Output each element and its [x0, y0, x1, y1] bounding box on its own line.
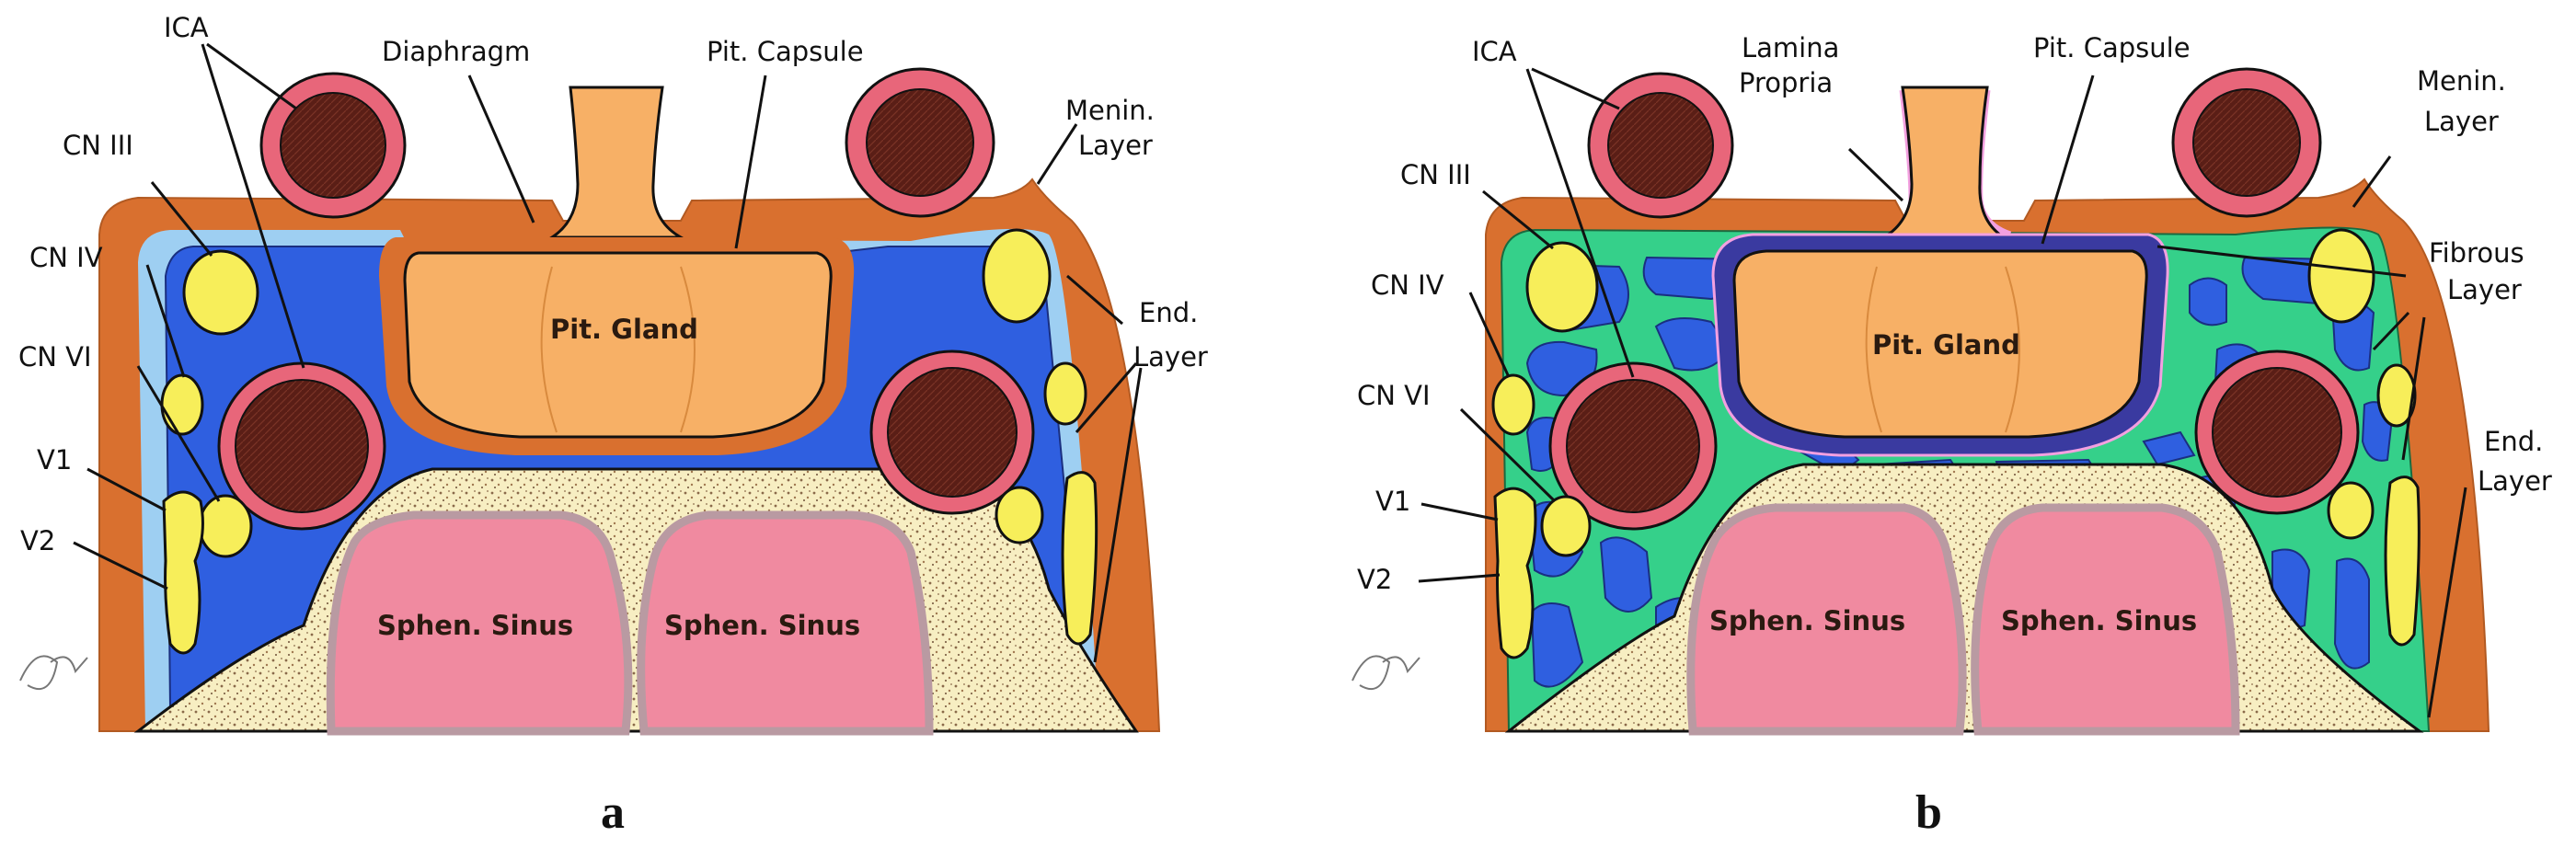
panel-letter-b: b: [1915, 786, 1942, 839]
cn6-nerve-right: [2327, 481, 2375, 540]
label-lamina-line1: Lamina: [1742, 32, 1839, 63]
v1-v2-nerve-right: [1061, 471, 1098, 646]
label-end-layer: End. Layer: [2478, 426, 2552, 497]
panel-b-leaders: [1418, 67, 2467, 718]
sphenoid-sinus-right: [1971, 503, 2240, 736]
pituitary-stalk: [546, 86, 686, 239]
label-v1: V1: [1375, 486, 1410, 517]
cn4-nerve-right: [1043, 361, 1087, 426]
ica-superior-left: [259, 72, 407, 219]
v1-v2-nerve-left: [1493, 487, 1537, 659]
label-fibrous-line1: Fibrous: [2429, 237, 2524, 269]
label-diaphragm: Diaphragm: [382, 36, 530, 67]
ica-superior-left: [1587, 72, 1734, 219]
label-pit-capsule: Pit. Capsule: [2033, 32, 2191, 63]
label-end-layer-line2: Layer: [2478, 465, 2552, 497]
label-end-layer: End. Layer: [1133, 297, 1208, 372]
cn3-nerve-right: [2307, 228, 2375, 324]
artist-signature: [1351, 655, 1420, 691]
label-cn4: CN IV: [1371, 269, 1444, 301]
label-cn6: CN VI: [1357, 380, 1431, 411]
label-v2: V2: [20, 525, 55, 556]
sphenoid-sinus-left: [326, 510, 633, 736]
panel-b: ICA Lamina Propria Pit. Capsule Menin. L…: [1351, 32, 2552, 839]
label-sinus-left: Sphen. Sinus: [377, 610, 573, 641]
label-lamina-propria: Lamina Propria: [1739, 32, 1848, 98]
label-sinus-right: Sphen. Sinus: [2001, 605, 2197, 636]
label-pit-gland: Pit. Gland: [1872, 329, 2020, 361]
v1-v2-nerve-left: [162, 490, 204, 655]
sphenoid-sinus-left: [1686, 503, 1967, 736]
panel-letter-a: a: [601, 786, 625, 839]
label-sinus-left: Sphen. Sinus: [1709, 605, 1905, 636]
ica-cavernous-left: [1548, 361, 1718, 531]
pituitary-gland: [1732, 249, 2148, 439]
cn3-nerve-left: [182, 249, 259, 336]
panel-a: ICA Diaphragm Pit. Capsule Menin. Layer …: [18, 12, 1208, 839]
label-fibrous-layer: Fibrous Layer: [2429, 237, 2533, 305]
pituitary-gland: [403, 251, 833, 439]
label-pit-gland: Pit. Gland: [550, 314, 698, 345]
label-sinus-right: Sphen. Sinus: [664, 610, 860, 641]
label-ica: ICA: [164, 12, 209, 43]
label-menin-layer-line2: Layer: [1078, 130, 1153, 161]
sphenoid-sinus-right: [637, 510, 934, 736]
label-pit-capsule: Pit. Capsule: [707, 36, 864, 67]
ica-cavernous-right: [869, 350, 1035, 515]
cn6-nerve-left: [198, 494, 253, 558]
cn4-nerve-left: [160, 373, 204, 436]
ica-cavernous-left: [217, 361, 386, 531]
label-lamina-line2: Propria: [1739, 67, 1833, 98]
label-v2: V2: [1357, 564, 1392, 595]
label-menin-layer-line2: Layer: [2424, 106, 2499, 137]
cn4-nerve-right: [2376, 363, 2417, 428]
label-cn4: CN IV: [29, 242, 103, 273]
label-v1: V1: [37, 444, 72, 476]
label-menin-layer: Menin. Layer: [1065, 95, 1163, 161]
cn3-nerve-left: [1525, 241, 1599, 333]
label-cn6: CN VI: [18, 341, 92, 372]
cn4-nerve-left: [1491, 373, 1535, 436]
label-cn3: CN III: [63, 130, 133, 161]
ica-superior-right: [845, 67, 995, 218]
label-menin-layer: Menin. Layer: [2417, 65, 2514, 137]
label-end-layer-line1: End.: [2484, 426, 2543, 457]
artist-signature: [19, 655, 88, 691]
label-fibrous-line2: Layer: [2447, 274, 2522, 305]
label-menin-layer-line1: Menin.: [1065, 95, 1155, 126]
label-cn3: CN III: [1400, 159, 1471, 190]
ica-superior-right: [2171, 67, 2322, 218]
label-end-layer-line2: Layer: [1133, 341, 1208, 372]
label-end-layer-line1: End.: [1139, 297, 1198, 328]
cn6-nerve-left: [1540, 495, 1592, 557]
ica-cavernous-right: [2194, 350, 2360, 515]
cn3-nerve-right: [982, 228, 1052, 324]
label-menin-layer-line1: Menin.: [2417, 65, 2506, 97]
v1-v2-nerve-right: [2384, 476, 2421, 647]
label-ica: ICA: [1472, 36, 1517, 67]
panel-a-leaders: [73, 42, 1143, 663]
cn6-nerve-right: [995, 486, 1044, 544]
